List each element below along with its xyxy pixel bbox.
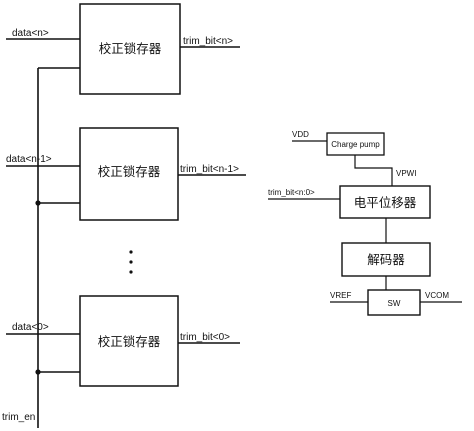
latch-n: 校正锁存器 data<n> trim_bit<n> (6, 3, 240, 95)
latch-n-input-label: data<n> (12, 28, 49, 39)
latch-n-1-output-label: trim_bit<n-1> (180, 164, 239, 175)
vref-label: VREF (330, 291, 351, 300)
latch-n-1-label: 校正锁存器 (98, 164, 161, 179)
vpwi-label: VPWI (396, 169, 416, 178)
latch-n-1: 校正锁存器 data<n-1> trim_bit<n-1> (6, 127, 246, 221)
level-shifter-label: 电平位移器 (354, 195, 417, 210)
vcom-label: VCOM (425, 291, 449, 300)
latch-0-label: 校正锁存器 (98, 334, 161, 349)
latch-0-output-label: trim_bit<0> (180, 332, 230, 343)
latch-n-1-box (79, 127, 179, 221)
junction-dot (35, 369, 41, 375)
right-block-diagram: VDD Charge pump VPWI 电平位移器 trim_bit<n:0>… (268, 130, 462, 316)
ellipsis (129, 250, 133, 274)
level-shifter-box (339, 185, 431, 219)
latch-0-box (79, 295, 179, 387)
latch-n-label: 校正锁存器 (99, 41, 162, 56)
vpwi-wire (354, 155, 393, 186)
latch-n-output-label: trim_bit<n> (183, 36, 233, 47)
vdd-label: VDD (292, 130, 309, 139)
latch-0: 校正锁存器 data<0> trim_bit<0> (6, 295, 240, 387)
latch-n-1-input-label: data<n-1> (6, 154, 52, 165)
latch-n-box (79, 3, 181, 95)
switch-label: SW (388, 299, 401, 308)
latch-0-input-label: data<0> (12, 322, 49, 333)
decoder-label: 解码器 (367, 252, 405, 267)
charge-pump-label: Charge pump (331, 140, 380, 149)
junction-dot (35, 200, 41, 206)
trim-en-label: trim_en (2, 412, 35, 423)
trim-input-label: trim_bit<n:0> (268, 188, 315, 197)
